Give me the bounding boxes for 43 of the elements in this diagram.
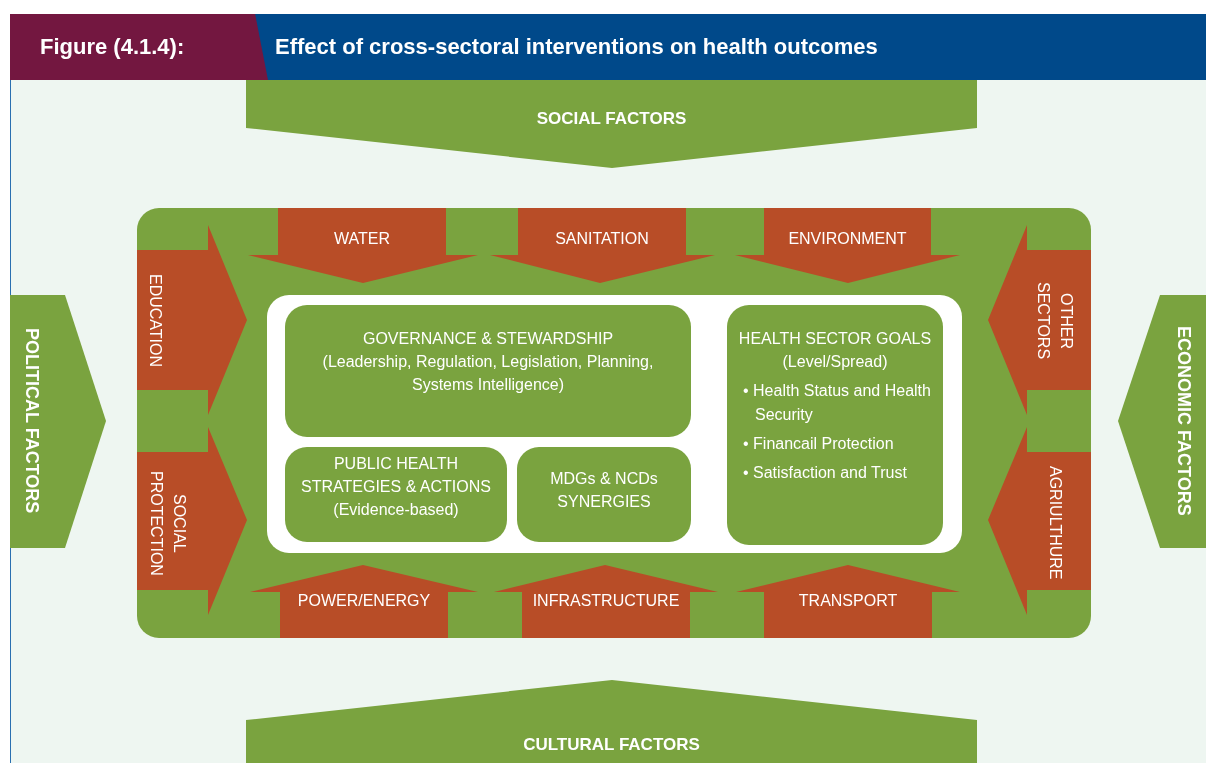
figure-number: Figure (4.1.4): bbox=[40, 34, 185, 60]
arrow-shape bbox=[248, 208, 478, 283]
arrow-label: EDUCATION bbox=[145, 273, 165, 370]
arrow-shape bbox=[137, 427, 247, 615]
box-heading: GOVERNANCE & STEWARDSHIP bbox=[361, 329, 615, 349]
rounded-box bbox=[285, 447, 507, 542]
bullet-item: • Health Status and Health Security bbox=[743, 381, 932, 425]
arrow-label: POWER/ENERGY bbox=[296, 591, 432, 612]
arrow-label: SOCIAL PROTECTION bbox=[147, 469, 190, 578]
arrow-label: TRANSPORT bbox=[797, 591, 899, 612]
rounded-box bbox=[727, 305, 943, 545]
rounded-panel bbox=[137, 208, 1091, 638]
rounded-box bbox=[517, 447, 691, 542]
arrow-shape bbox=[246, 680, 977, 763]
figure-title: Effect of cross-sectoral interventions on health outcomes bbox=[275, 34, 878, 60]
arrow-shape bbox=[1118, 295, 1206, 548]
arrow-shape bbox=[988, 225, 1091, 415]
box-text: (Leadership, Regulation, Legislation, Planning, Systems Intelligence) bbox=[321, 352, 655, 396]
arrow-label: POLITICAL FACTORS bbox=[21, 327, 44, 516]
box-heading: HEALTH SECTOR GOALS (Level/Spread) bbox=[737, 329, 933, 373]
arrow-label: SOCIAL FACTORS bbox=[535, 107, 688, 130]
arrow-shape bbox=[246, 80, 977, 168]
arrow-shape bbox=[10, 295, 106, 548]
arrow-shape bbox=[250, 565, 478, 638]
box-heading: MDGs & NCDs SYNERGIES bbox=[549, 469, 659, 513]
arrow-shape bbox=[490, 208, 715, 283]
arrow-shape bbox=[494, 565, 718, 638]
arrow-label: INFRASTRUCTURE bbox=[531, 591, 681, 612]
rounded-box bbox=[285, 305, 691, 437]
box-heading: PUBLIC HEALTH STRATEGIES & ACTIONS (Evidence-based) bbox=[300, 454, 492, 521]
bullet-item: • Financail Protection bbox=[743, 433, 895, 454]
arrow-shape bbox=[736, 565, 960, 638]
arrow-shape bbox=[988, 427, 1091, 615]
arrow-label: CULTURAL FACTORS bbox=[522, 733, 701, 756]
arrow-label: AGRIULTHURE bbox=[1045, 465, 1065, 582]
arrow-shape bbox=[735, 208, 960, 283]
arrow-label: ECONOMIC FACTORS bbox=[1173, 325, 1196, 518]
rounded-panel bbox=[267, 295, 962, 553]
arrow-shape bbox=[137, 225, 247, 415]
arrow-label: SANITATION bbox=[554, 229, 650, 250]
arrow-label: ENVIRONMENT bbox=[787, 229, 908, 250]
arrow-label: WATER bbox=[333, 229, 391, 250]
bullet-item: • Satisfaction and Trust bbox=[743, 462, 908, 483]
